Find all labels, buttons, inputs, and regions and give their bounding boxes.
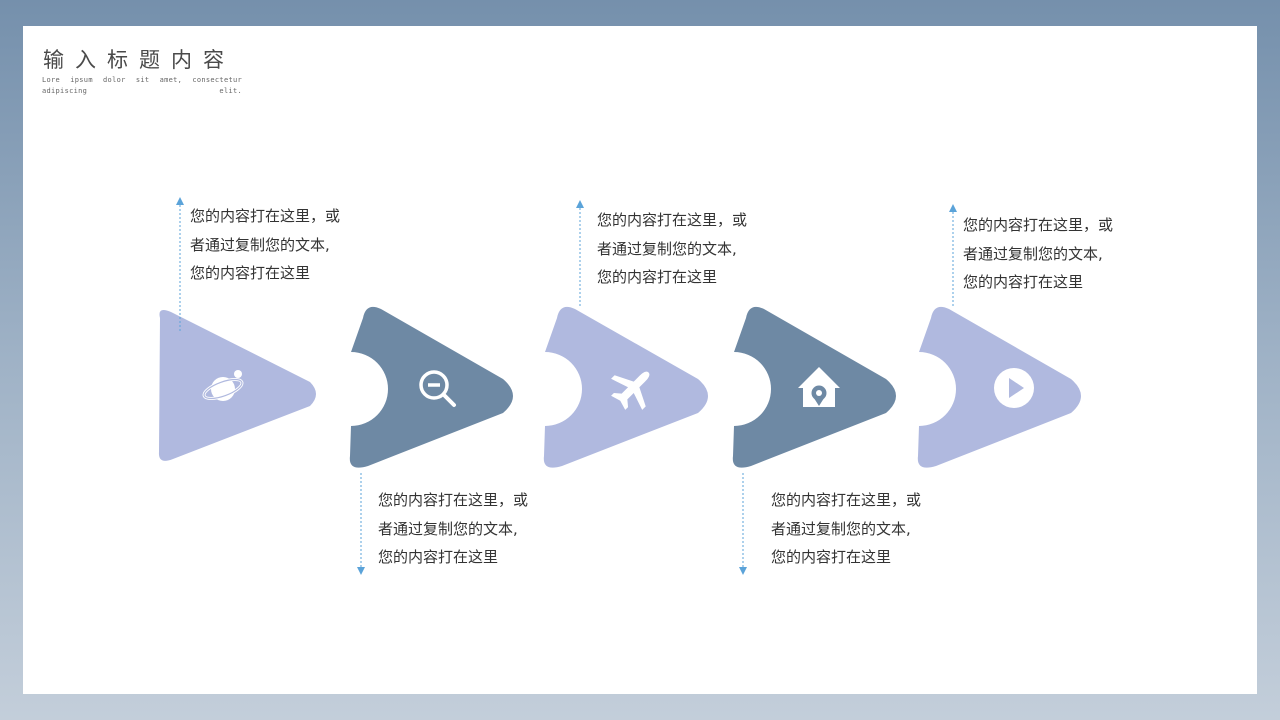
step-3-line-2: 者通过复制您的文本,	[597, 239, 737, 258]
step-2-text: 您的内容打在这里，或 者通过复制您的文本, 您的内容打在这里	[378, 486, 568, 572]
step-4-text: 您的内容打在这里，或 者通过复制您的文本, 您的内容打在这里	[771, 486, 961, 572]
step-4-line-3: 您的内容打在这里	[771, 548, 892, 566]
home-location-icon	[798, 367, 840, 407]
step-3-line-3: 您的内容打在这里	[597, 268, 718, 286]
step-2-line-3: 您的内容打在这里	[378, 548, 499, 566]
page-title: 输入标题内容	[43, 48, 235, 72]
step-4-line-2: 者通过复制您的文本,	[771, 519, 911, 538]
step-3-line-1: 您的内容打在这里，或	[597, 211, 748, 229]
step-2-line-2: 者通过复制您的文本,	[378, 519, 518, 538]
step-1-line-2: 者通过复制您的文本,	[190, 235, 330, 254]
zoom-out-icon	[419, 370, 456, 407]
step-2-line-1: 您的内容打在这里，或	[378, 491, 529, 509]
step-4-shape	[732, 306, 896, 575]
step-3-shape	[543, 200, 708, 468]
step-5-line-3: 您的内容打在这里	[963, 273, 1084, 291]
step-1-text: 您的内容打在这里，或 者通过复制您的文本, 您的内容打在这里	[190, 202, 380, 288]
process-diagram	[158, 197, 1081, 575]
step-5-shape	[917, 204, 1081, 468]
step-5-line-1: 您的内容打在这里，或	[963, 216, 1114, 234]
step-1-line-3: 您的内容打在这里	[190, 264, 311, 282]
slide: 输入标题内容 Lore ipsum dolor sit amet, consec…	[23, 26, 1257, 694]
step-1-line-1: 您的内容打在这里，或	[190, 207, 341, 225]
page-subtitle: Lore ipsum dolor sit amet, consectetur a…	[42, 76, 242, 95]
step-1-shape	[158, 197, 316, 461]
step-5-line-2: 者通过复制您的文本,	[963, 244, 1103, 263]
airplane-icon	[611, 371, 650, 410]
play-icon	[994, 368, 1034, 408]
step-3-text: 您的内容打在这里，或 者通过复制您的文本, 您的内容打在这里	[597, 206, 787, 292]
step-4-line-1: 您的内容打在这里，或	[771, 491, 922, 509]
step-5-text: 您的内容打在这里，或 者通过复制您的文本, 您的内容打在这里	[963, 211, 1153, 297]
planet-icon	[202, 370, 244, 401]
step-2-shape	[349, 306, 513, 575]
